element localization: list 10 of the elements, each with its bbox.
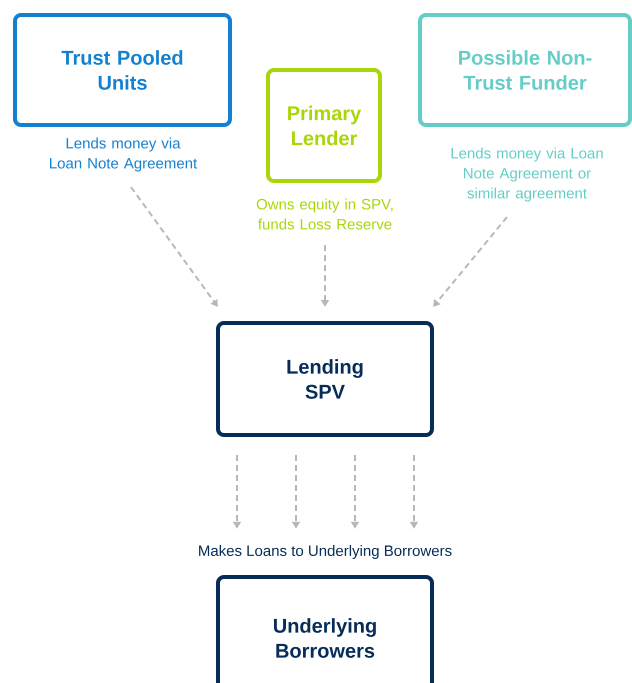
process-box: Lending SPV (216, 321, 434, 437)
caption-text: Lends money via Loan Note Agreement (50, 138, 198, 172)
arrow (433, 216, 508, 307)
flow-label: Makes Loans to Underlying Borrowers (199, 545, 452, 559)
process-box: Possible Non-Trust Funder (418, 13, 632, 127)
process-box: Primary Lender (266, 68, 382, 183)
caption-text: Owns equity in SPV, funds Loss Reserve (256, 198, 393, 230)
process-box: Trust Pooled Units (13, 13, 232, 127)
process-box: Underlying Borrowers (216, 575, 434, 683)
caption-text: Lends money via Loan Note Agreement or similar agreement (452, 148, 603, 202)
